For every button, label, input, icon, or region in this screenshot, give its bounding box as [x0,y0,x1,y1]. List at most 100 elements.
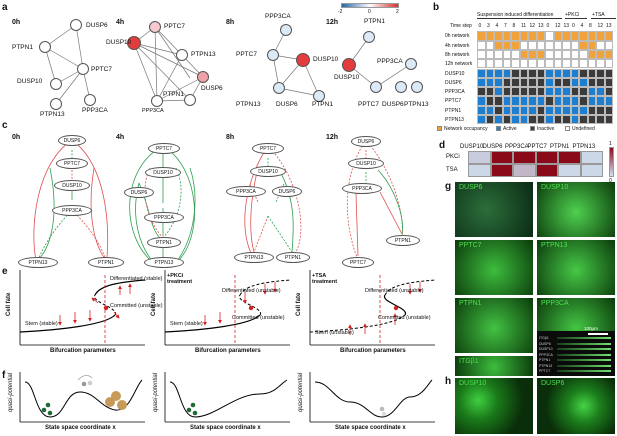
label-0h-ptpn13: PTPN13 [40,111,65,118]
tile-label-ppp3ca: PPP3CA [541,300,569,307]
d-cell [535,151,558,164]
e2-stem: Stem (stable) [170,321,203,327]
state-cell [494,40,503,50]
row-label-6: PPP3CA [445,89,465,96]
time-step-10: 13 [563,23,570,29]
state-cell [511,115,520,125]
f2-xlabel: State space coordinate x [190,425,261,431]
expression-colorbar [341,3,399,8]
time-step-label: Time step [450,23,472,29]
state-cell [519,115,528,125]
label-4h-ppp3ca: PPP3CA [142,108,164,114]
node-0h-dusp10 [50,78,62,90]
time-step-5: 11 [521,23,527,29]
node-4h-ptpn1 [151,95,163,107]
state-cell [511,49,520,60]
e2-diff: Differentiated (unstable) [222,288,281,294]
node-8h-dusp10 [296,53,310,67]
label-12h-ppp3ca: PPP3CA [377,58,403,65]
state-cell [485,77,494,88]
label-4h-ptpn1: PTPN1 [163,91,184,98]
e3-diff: Differentiated (unstable) [365,288,424,294]
state-cell [579,77,588,88]
state-cell [494,77,503,88]
tile-label-ptpn1: PTPN1 [459,300,482,307]
d-col-5: PTPN13 [572,144,596,150]
d-colorbar-max: 1 [609,141,612,147]
legend-swatch-1 [496,126,501,131]
state-cell [562,31,571,41]
state-cell [511,105,520,115]
state-cell [596,96,605,106]
c-time-0h: 0h [12,134,21,141]
state-cell [477,77,486,88]
f1-xlabel: State space coordinate x [45,425,116,431]
tile-label-dusp10: DUSP10 [541,184,569,191]
state-cell [502,68,511,78]
row-label-9: PTPN13 [445,117,464,123]
micrograph-ptpn13: PTPN13 [537,240,615,295]
state-cell [545,87,554,97]
d-col-4: PTPN1 [550,144,570,150]
state-cell [511,77,520,88]
state-cell [570,68,579,78]
g-legend-bar-1 [557,342,611,345]
c-8h-pptc7: PPTC7 [252,143,284,154]
e1-xlabel: Bifurcation parameters [50,348,116,354]
state-cell [570,115,579,125]
c-0h-pptc7: PPTC7 [56,158,88,169]
state-cell [511,96,520,106]
panel-a-edges [44,24,412,105]
e3-stem: Stem (unstable) [315,330,354,336]
row-label-0: 0h network [445,33,470,40]
state-cell [570,31,579,41]
state-cell [519,49,528,60]
g-legend-bar-0 [557,337,611,339]
label-0h-dusp10: DUSP10 [17,78,43,85]
legend-text-3: Undefined [572,126,595,132]
state-cell [562,105,571,115]
label-8h-dusp6: DUSP6 [276,101,298,108]
state-cell [477,87,486,97]
d-cell [513,151,536,164]
time-step-8: 0 [546,23,550,29]
label-0h-dusp6: DUSP6 [86,22,108,29]
state-cell [587,87,596,97]
state-cell [511,87,520,97]
state-cell [536,96,545,106]
state-cell [519,40,528,50]
c-12h-ptpn1: PTPN1 [386,235,420,246]
label-4h-ptpn13: PTPN13 [191,51,216,58]
legend-swatch-0 [437,126,442,131]
time-step-13: 8 [589,23,592,29]
group-tsa: +TSA [592,12,605,18]
state-cell [494,105,503,115]
state-cell [570,87,579,97]
label-0h-ptpn1: PTPN1 [12,44,33,51]
time-step-14: 12 [597,23,604,29]
time-0h: 0h [12,19,21,26]
c-4h-ppp3ca: PPP3CA [144,212,184,223]
state-cell [545,49,554,60]
legend-text-0: Network occupancy [444,126,488,132]
f3-ylabel: quasi-potential [298,372,304,412]
state-cell [511,31,520,41]
d-cell [468,164,491,177]
c-time-4h: 4h [116,134,125,141]
state-cell [536,68,545,78]
g-legend-bar-6 [557,370,611,372]
time-step-3: 7 [504,23,507,29]
label-4h-dusp6: DUSP6 [201,85,223,92]
g-legend-item-3: PPP3CA [539,352,553,357]
state-cell [528,68,537,78]
e1-stem: Stem (stable) [25,321,58,327]
e2-comm: Committed (unstable) [232,315,285,321]
panel-f-landscapes [19,372,435,423]
state-cell [519,68,528,78]
e2-xlabel: Bifurcation parameters [195,348,261,354]
state-cell [528,31,537,41]
state-cell [596,87,605,97]
tile-label-ptpn13: PTPN13 [541,242,568,249]
state-cell [604,87,613,97]
e2-treatment: +PKCi treatment [167,273,193,285]
